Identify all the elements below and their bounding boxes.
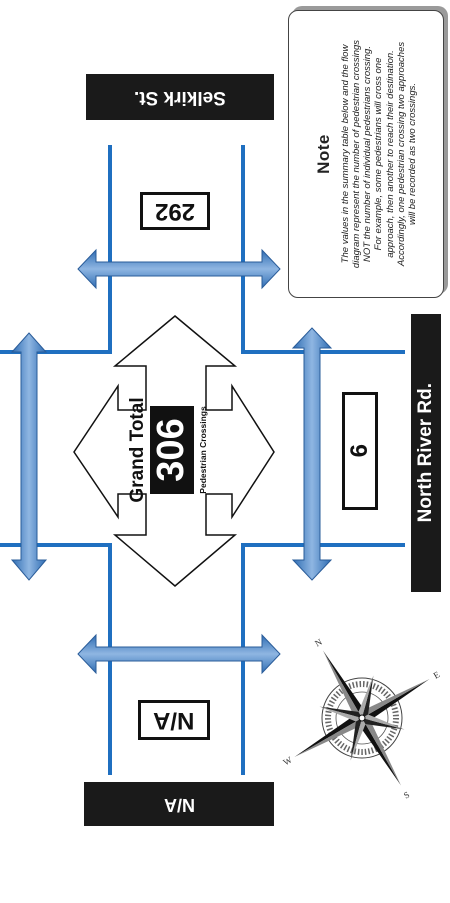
crosswalk-arrow-bottom (77, 633, 281, 675)
note-title: Note (313, 134, 333, 174)
crosswalk-arrow-top (77, 248, 281, 290)
compass-letter-w: W (281, 754, 294, 767)
compass-letter-s: S (402, 789, 411, 800)
crosswalk-arrow-right (291, 327, 333, 581)
street-label-right: North River Rd. (411, 314, 441, 592)
note-line: diagram represent the number of pedestri… (351, 39, 363, 269)
count-box-bottom: N/A (138, 700, 210, 740)
compass-rose-icon: N E S W (281, 636, 442, 800)
compass-letter-n: N (313, 636, 324, 648)
street-label-bottom: N/A (84, 782, 274, 826)
note-line: The values in the summary table below an… (339, 44, 351, 264)
grand-total: Grand Total 306 Pedestrian Crossings (120, 390, 216, 510)
road-edge-bottom-right (241, 543, 405, 775)
note-line: For example, some pedestrians will cross… (373, 57, 385, 251)
note-line: NOT the number of individual pedestrians… (362, 46, 374, 262)
note-line: will be recorded as two crossings. (407, 82, 419, 226)
note-line: Accordingly, one pedestrian crossing two… (395, 41, 407, 267)
count-box-top: 292 (140, 192, 210, 230)
grand-total-label: Grand Total (127, 397, 149, 503)
compass-letter-e: E (432, 669, 442, 681)
note-box: Note The values in the summary table bel… (288, 10, 444, 298)
note-line: approach, then another to reach their de… (384, 50, 396, 258)
grand-total-sublabel: Pedestrian Crossings (197, 406, 208, 494)
road-edge-top-right (241, 145, 405, 354)
grand-total-value: 306 (150, 406, 194, 494)
count-box-right: 6 (342, 392, 378, 510)
road-edge-top-left (0, 145, 112, 354)
street-label-top: Selkirk St. (86, 74, 274, 120)
crosswalk-arrow-left (10, 332, 48, 581)
